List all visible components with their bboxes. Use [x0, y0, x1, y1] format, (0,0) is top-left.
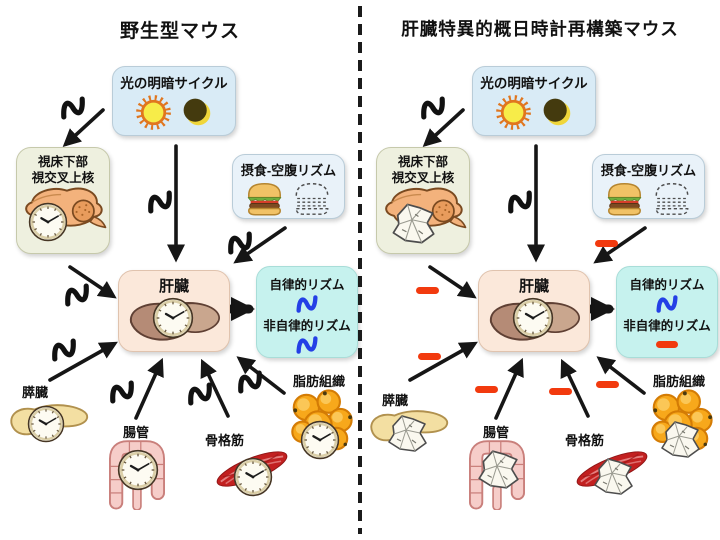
- hamburger-icon: [604, 180, 645, 217]
- autonomous-rhythm-label: 自律的リズム: [629, 278, 705, 292]
- panel-divider: [358, 6, 362, 534]
- no-rhythm-minus-icon: [475, 386, 498, 393]
- arrow-muscle-to-liver: [200, 358, 230, 418]
- feeding-rhythm-label: 摂食-空腹リズム: [600, 163, 697, 178]
- light-cycle-box: 光の明暗サイクル: [112, 66, 236, 136]
- scn-label-line2: 視交叉上核: [31, 171, 95, 186]
- no-rhythm-minus-icon: [596, 381, 619, 388]
- rhythm-wave-icon: [293, 333, 322, 356]
- scn-label-line1: 視床下部: [397, 155, 448, 169]
- arrow-feeding-to-liver: [233, 226, 287, 264]
- rhythm-output-box: 自律的リズム 非自律的リズム: [256, 266, 358, 358]
- clock-icon: [152, 297, 194, 339]
- arrow-intestine-to-liver: [134, 357, 164, 420]
- arrow-scn-to-liver: [428, 265, 477, 299]
- arrow-light-to-scn: [422, 108, 465, 148]
- sun-icon: [135, 94, 172, 131]
- hamburger-dashed-icon: [291, 180, 333, 217]
- skeletal-muscle-label: 骨格筋: [565, 433, 605, 448]
- no-rhythm-minus-icon: [418, 353, 441, 360]
- no-rhythm-minus-icon: [656, 341, 678, 348]
- adipose-label: 脂肪組織: [293, 374, 346, 389]
- arrow-light-to-scn: [62, 108, 105, 148]
- moon-icon: [181, 96, 214, 129]
- arrow-scn-to-liver: [68, 265, 117, 299]
- rhythm-output-box: 自律的リズム 非自律的リズム: [616, 266, 718, 358]
- clock-icon: [300, 420, 340, 460]
- scn-label-line1: 視床下部: [37, 155, 88, 169]
- arrow-muscle-to-liver: [560, 358, 590, 418]
- intestine-label: 腸管: [123, 425, 150, 440]
- light-cycle-box: 光の明暗サイクル: [472, 66, 596, 136]
- liver-box: 肝臓: [478, 270, 590, 352]
- clock-icon: [233, 457, 273, 497]
- arrow-pancreas-to-liver: [48, 341, 118, 382]
- scn-label-line2: 視交叉上核: [391, 171, 455, 186]
- arrow-pancreas-to-liver: [408, 341, 478, 382]
- light-cycle-label: 光の明暗サイクル: [120, 76, 228, 91]
- broken-clock-icon: [658, 418, 702, 460]
- clock-icon: [28, 202, 68, 242]
- broken-clock-icon: [389, 200, 437, 246]
- feeding-rhythm-label: 摂食-空腹リズム: [240, 163, 337, 178]
- arrow-intestine-to-liver: [494, 357, 524, 420]
- liver-label: 肝臓: [518, 278, 549, 295]
- liver-box: 肝臓: [118, 270, 230, 352]
- no-rhythm-minus-icon: [416, 287, 439, 294]
- broken-clock-icon: [475, 447, 521, 491]
- non-autonomous-rhythm-label: 非自律的リズム: [623, 319, 711, 333]
- hamburger-icon: [244, 180, 285, 217]
- scn-box: 視床下部 視交叉上核: [376, 147, 470, 254]
- arrows-layer: [48, 108, 287, 420]
- pancreas-label: 膵臓: [22, 385, 49, 400]
- moon-icon: [541, 96, 574, 129]
- no-rhythm-minus-icon: [595, 240, 618, 247]
- broken-clock-icon: [591, 455, 635, 497]
- non-autonomous-rhythm-label: 非自律的リズム: [263, 319, 351, 333]
- panel-liver-reconstituted: 肝臓特異的概日時計再構築マウス 光の明暗サイクル: [360, 0, 720, 540]
- clock-icon: [27, 405, 65, 443]
- light-cycle-label: 光の明暗サイクル: [480, 76, 588, 91]
- clock-icon: [512, 297, 554, 339]
- sun-icon: [495, 94, 532, 131]
- autonomous-rhythm-label: 自律的リズム: [269, 278, 345, 292]
- broken-clock-icon: [385, 412, 429, 454]
- panel-wild-type: 野生型マウス 光の明暗サイクル 視床下部: [0, 21, 358, 540]
- hamburger-dashed-icon: [651, 180, 693, 217]
- panel-title: 野生型マウス: [119, 21, 240, 42]
- feeding-rhythm-box: 摂食-空腹リズム: [232, 154, 345, 219]
- no-rhythm-minus-icon: [549, 388, 572, 395]
- adipose-label: 脂肪組織: [653, 374, 706, 389]
- panel-title: 肝臓特異的概日時計再構築マウス: [401, 19, 679, 39]
- liver-label: 肝臓: [158, 278, 189, 295]
- pancreas-label: 膵臓: [382, 393, 409, 408]
- clock-icon: [117, 449, 159, 491]
- arrow-feeding-to-liver: [593, 226, 647, 264]
- scn-box: 視床下部 視交叉上核: [16, 147, 110, 254]
- arrow-adipose-to-liver: [236, 356, 286, 395]
- arrows-layer: [408, 108, 647, 420]
- arrow-adipose-to-liver: [596, 356, 646, 395]
- skeletal-muscle-label: 骨格筋: [205, 433, 245, 448]
- feeding-rhythm-box: 摂食-空腹リズム: [592, 154, 705, 219]
- rhythm-wave-icon: [653, 292, 682, 315]
- rhythm-wave-icon: [293, 292, 322, 315]
- intestine-label: 腸管: [483, 425, 510, 440]
